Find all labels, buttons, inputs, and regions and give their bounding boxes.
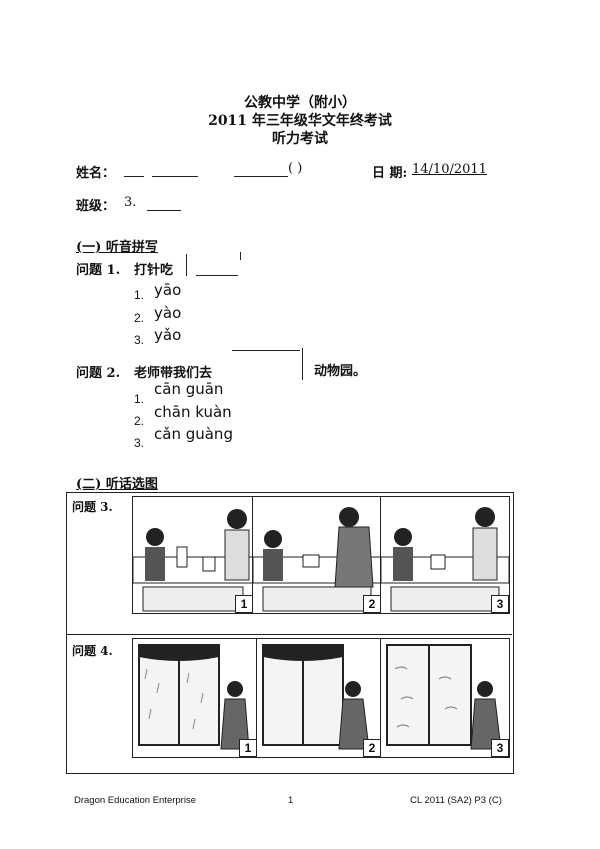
q1-label: 问题 1. bbox=[76, 263, 121, 278]
q4-panel-3[interactable]: 3 bbox=[380, 638, 510, 758]
paper-title: 听力考试 bbox=[272, 131, 328, 147]
section2-title: (二) 听话选图 bbox=[76, 477, 158, 492]
q1-text: 打针吃 bbox=[134, 263, 174, 278]
q2-answer-box-right bbox=[302, 348, 303, 380]
q2-answer-blank[interactable] bbox=[232, 350, 300, 351]
q1-option-2-num: 2. bbox=[134, 311, 145, 325]
q2-label: 问题 2. bbox=[76, 366, 121, 381]
q1-option-3-num: 3. bbox=[134, 333, 145, 347]
question-divider bbox=[66, 634, 512, 635]
q1-option-2[interactable]: yào bbox=[154, 304, 182, 322]
q4-panel-1-number: 1 bbox=[239, 739, 257, 757]
dining-scene-illustration bbox=[381, 507, 509, 612]
q2-option-2[interactable]: chān kuàn bbox=[154, 403, 232, 421]
window-rain-illustration bbox=[138, 644, 250, 750]
q4-panel-3-number: 3 bbox=[491, 739, 509, 757]
name-blank[interactable] bbox=[124, 176, 144, 177]
q2-option-3-num: 3. bbox=[134, 436, 145, 450]
q3-panel-1[interactable]: 1 bbox=[132, 496, 254, 614]
window-rain-illustration bbox=[386, 644, 502, 750]
dining-scene-illustration bbox=[253, 507, 381, 612]
name-blank-2[interactable] bbox=[152, 176, 198, 177]
q1-answer-blank[interactable] bbox=[196, 275, 238, 276]
q2-option-1[interactable]: cān guān bbox=[154, 380, 224, 398]
q4-label: 问题 4. bbox=[72, 644, 113, 658]
q2-option-3[interactable]: cǎn guàng bbox=[154, 425, 233, 443]
q4-panel-1[interactable]: 1 bbox=[132, 638, 258, 758]
section1-title: (一) 听音拼写 bbox=[76, 240, 158, 255]
q2-after-text: 动物园。 bbox=[314, 364, 367, 379]
q3-label: 问题 3. bbox=[72, 500, 113, 514]
name-blank-3[interactable] bbox=[234, 176, 288, 177]
name-label: 姓名： bbox=[76, 166, 116, 181]
register-number-paren: ( ) bbox=[288, 161, 303, 176]
footer-publisher: Dragon Education Enterprise bbox=[74, 795, 196, 806]
date-value: 14/10/2011 bbox=[412, 162, 487, 177]
q3-panel-1-number: 1 bbox=[235, 595, 253, 613]
q3-panel-2[interactable]: 2 bbox=[252, 496, 382, 614]
q1-option-1-num: 1. bbox=[134, 288, 145, 302]
q4-panel-2-number: 2 bbox=[363, 739, 381, 757]
class-blank[interactable] bbox=[147, 210, 181, 211]
picture-question-frame bbox=[66, 492, 514, 774]
q1-answer-box-right bbox=[240, 252, 241, 260]
q2-text: 老师带我们去 bbox=[134, 366, 213, 381]
class-value: 3. bbox=[124, 195, 137, 210]
q2-option-2-num: 2. bbox=[134, 414, 145, 428]
dining-scene-illustration bbox=[133, 509, 253, 612]
date-label: 日 期: bbox=[372, 166, 408, 181]
q1-option-1[interactable]: yāo bbox=[154, 281, 182, 299]
q3-panel-2-number: 2 bbox=[363, 595, 381, 613]
q2-option-1-num: 1. bbox=[134, 392, 145, 406]
q4-panel-2[interactable]: 2 bbox=[256, 638, 382, 758]
class-label: 班级： bbox=[76, 199, 116, 214]
q3-panel-3-number: 3 bbox=[491, 595, 509, 613]
window-rain-illustration bbox=[262, 644, 370, 750]
footer-paper-code: CL 2011 (SA2) P3 (C) bbox=[410, 795, 502, 806]
school-name: 公教中学（附小） bbox=[244, 95, 356, 111]
q3-panel-3[interactable]: 3 bbox=[380, 496, 510, 614]
q1-answer-box-left bbox=[186, 254, 187, 276]
exam-title: 2011 年三年级华文年终考试 bbox=[208, 113, 392, 129]
footer-page-number: 1 bbox=[288, 795, 294, 806]
q1-option-3[interactable]: yǎo bbox=[154, 326, 182, 344]
